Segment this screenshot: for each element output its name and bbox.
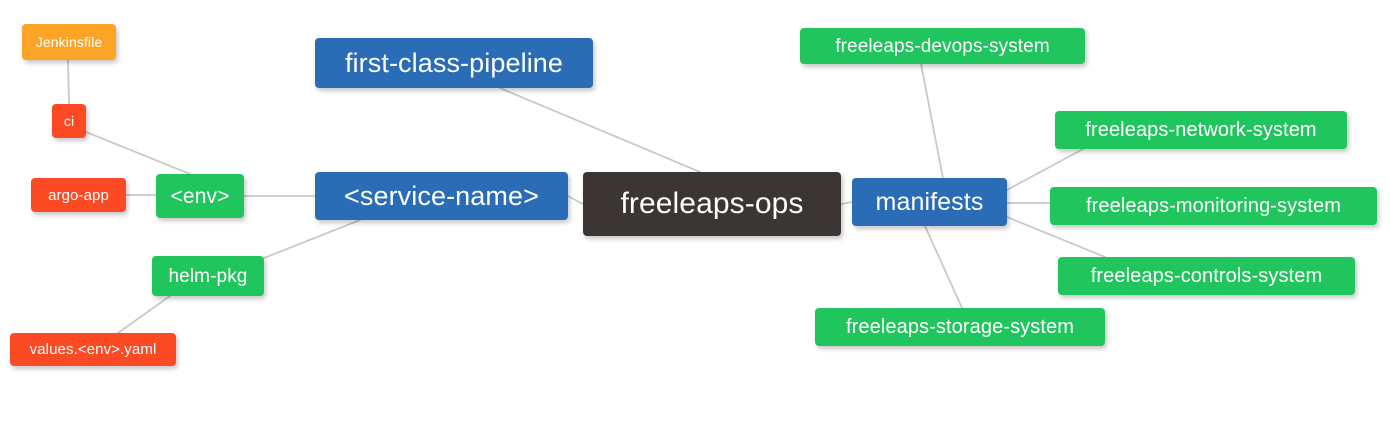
node-monitoring[interactable]: freeleaps-monitoring-system xyxy=(1050,187,1377,225)
node-label: Jenkinsfile xyxy=(35,34,103,50)
node-label: freeleaps-devops-system xyxy=(835,35,1050,57)
node-devops[interactable]: freeleaps-devops-system xyxy=(800,28,1085,64)
edge-manifests-to-storage xyxy=(924,225,963,309)
node-manifests[interactable]: manifests xyxy=(852,178,1007,226)
node-jenkinsfile[interactable]: Jenkinsfile xyxy=(22,24,116,60)
node-label: argo-app xyxy=(48,186,109,204)
node-label: freeleaps-storage-system xyxy=(845,316,1075,338)
edge-env-to-ci xyxy=(85,131,191,175)
node-controls[interactable]: freeleaps-controls-system xyxy=(1058,257,1355,295)
node-argo-app[interactable]: argo-app xyxy=(31,178,126,212)
node-label: values.<env>.yaml xyxy=(29,341,157,358)
node-label: <env> xyxy=(170,184,230,208)
node-label: manifests xyxy=(875,187,984,216)
edge-freeleaps-ops-to-first-class xyxy=(499,87,701,173)
node-values-yaml[interactable]: values.<env>.yaml xyxy=(10,333,176,366)
edge-freeleaps-ops-to-manifests xyxy=(840,201,853,205)
edge-service-name-to-helm-pkg xyxy=(263,219,361,259)
node-label: freeleaps-monitoring-system xyxy=(1085,195,1341,217)
edge-helm-pkg-to-values-yaml xyxy=(117,295,171,334)
node-ci[interactable]: ci xyxy=(52,104,86,138)
edge-freeleaps-ops-to-service-name xyxy=(567,195,584,205)
edge-manifests-to-devops xyxy=(920,63,944,179)
node-env[interactable]: <env> xyxy=(156,174,244,218)
node-first-class[interactable]: first-class-pipeline xyxy=(315,38,593,88)
node-label: freeleaps-ops xyxy=(620,187,804,220)
node-label: freeleaps-controls-system xyxy=(1090,265,1323,287)
node-label: <service-name> xyxy=(344,180,539,211)
node-label: helm-pkg xyxy=(168,265,248,287)
edge-manifests-to-network xyxy=(1006,148,1084,191)
node-label: freeleaps-network-system xyxy=(1085,119,1317,141)
node-label: ci xyxy=(63,113,75,129)
node-label: first-class-pipeline xyxy=(344,47,564,78)
node-helm-pkg[interactable]: helm-pkg xyxy=(152,256,264,296)
node-storage[interactable]: freeleaps-storage-system xyxy=(815,308,1105,346)
edge-ci-to-jenkinsfile xyxy=(67,59,70,105)
node-freeleaps-ops[interactable]: freeleaps-ops xyxy=(583,172,841,236)
node-service-name[interactable]: <service-name> xyxy=(315,172,568,220)
node-network[interactable]: freeleaps-network-system xyxy=(1055,111,1347,149)
